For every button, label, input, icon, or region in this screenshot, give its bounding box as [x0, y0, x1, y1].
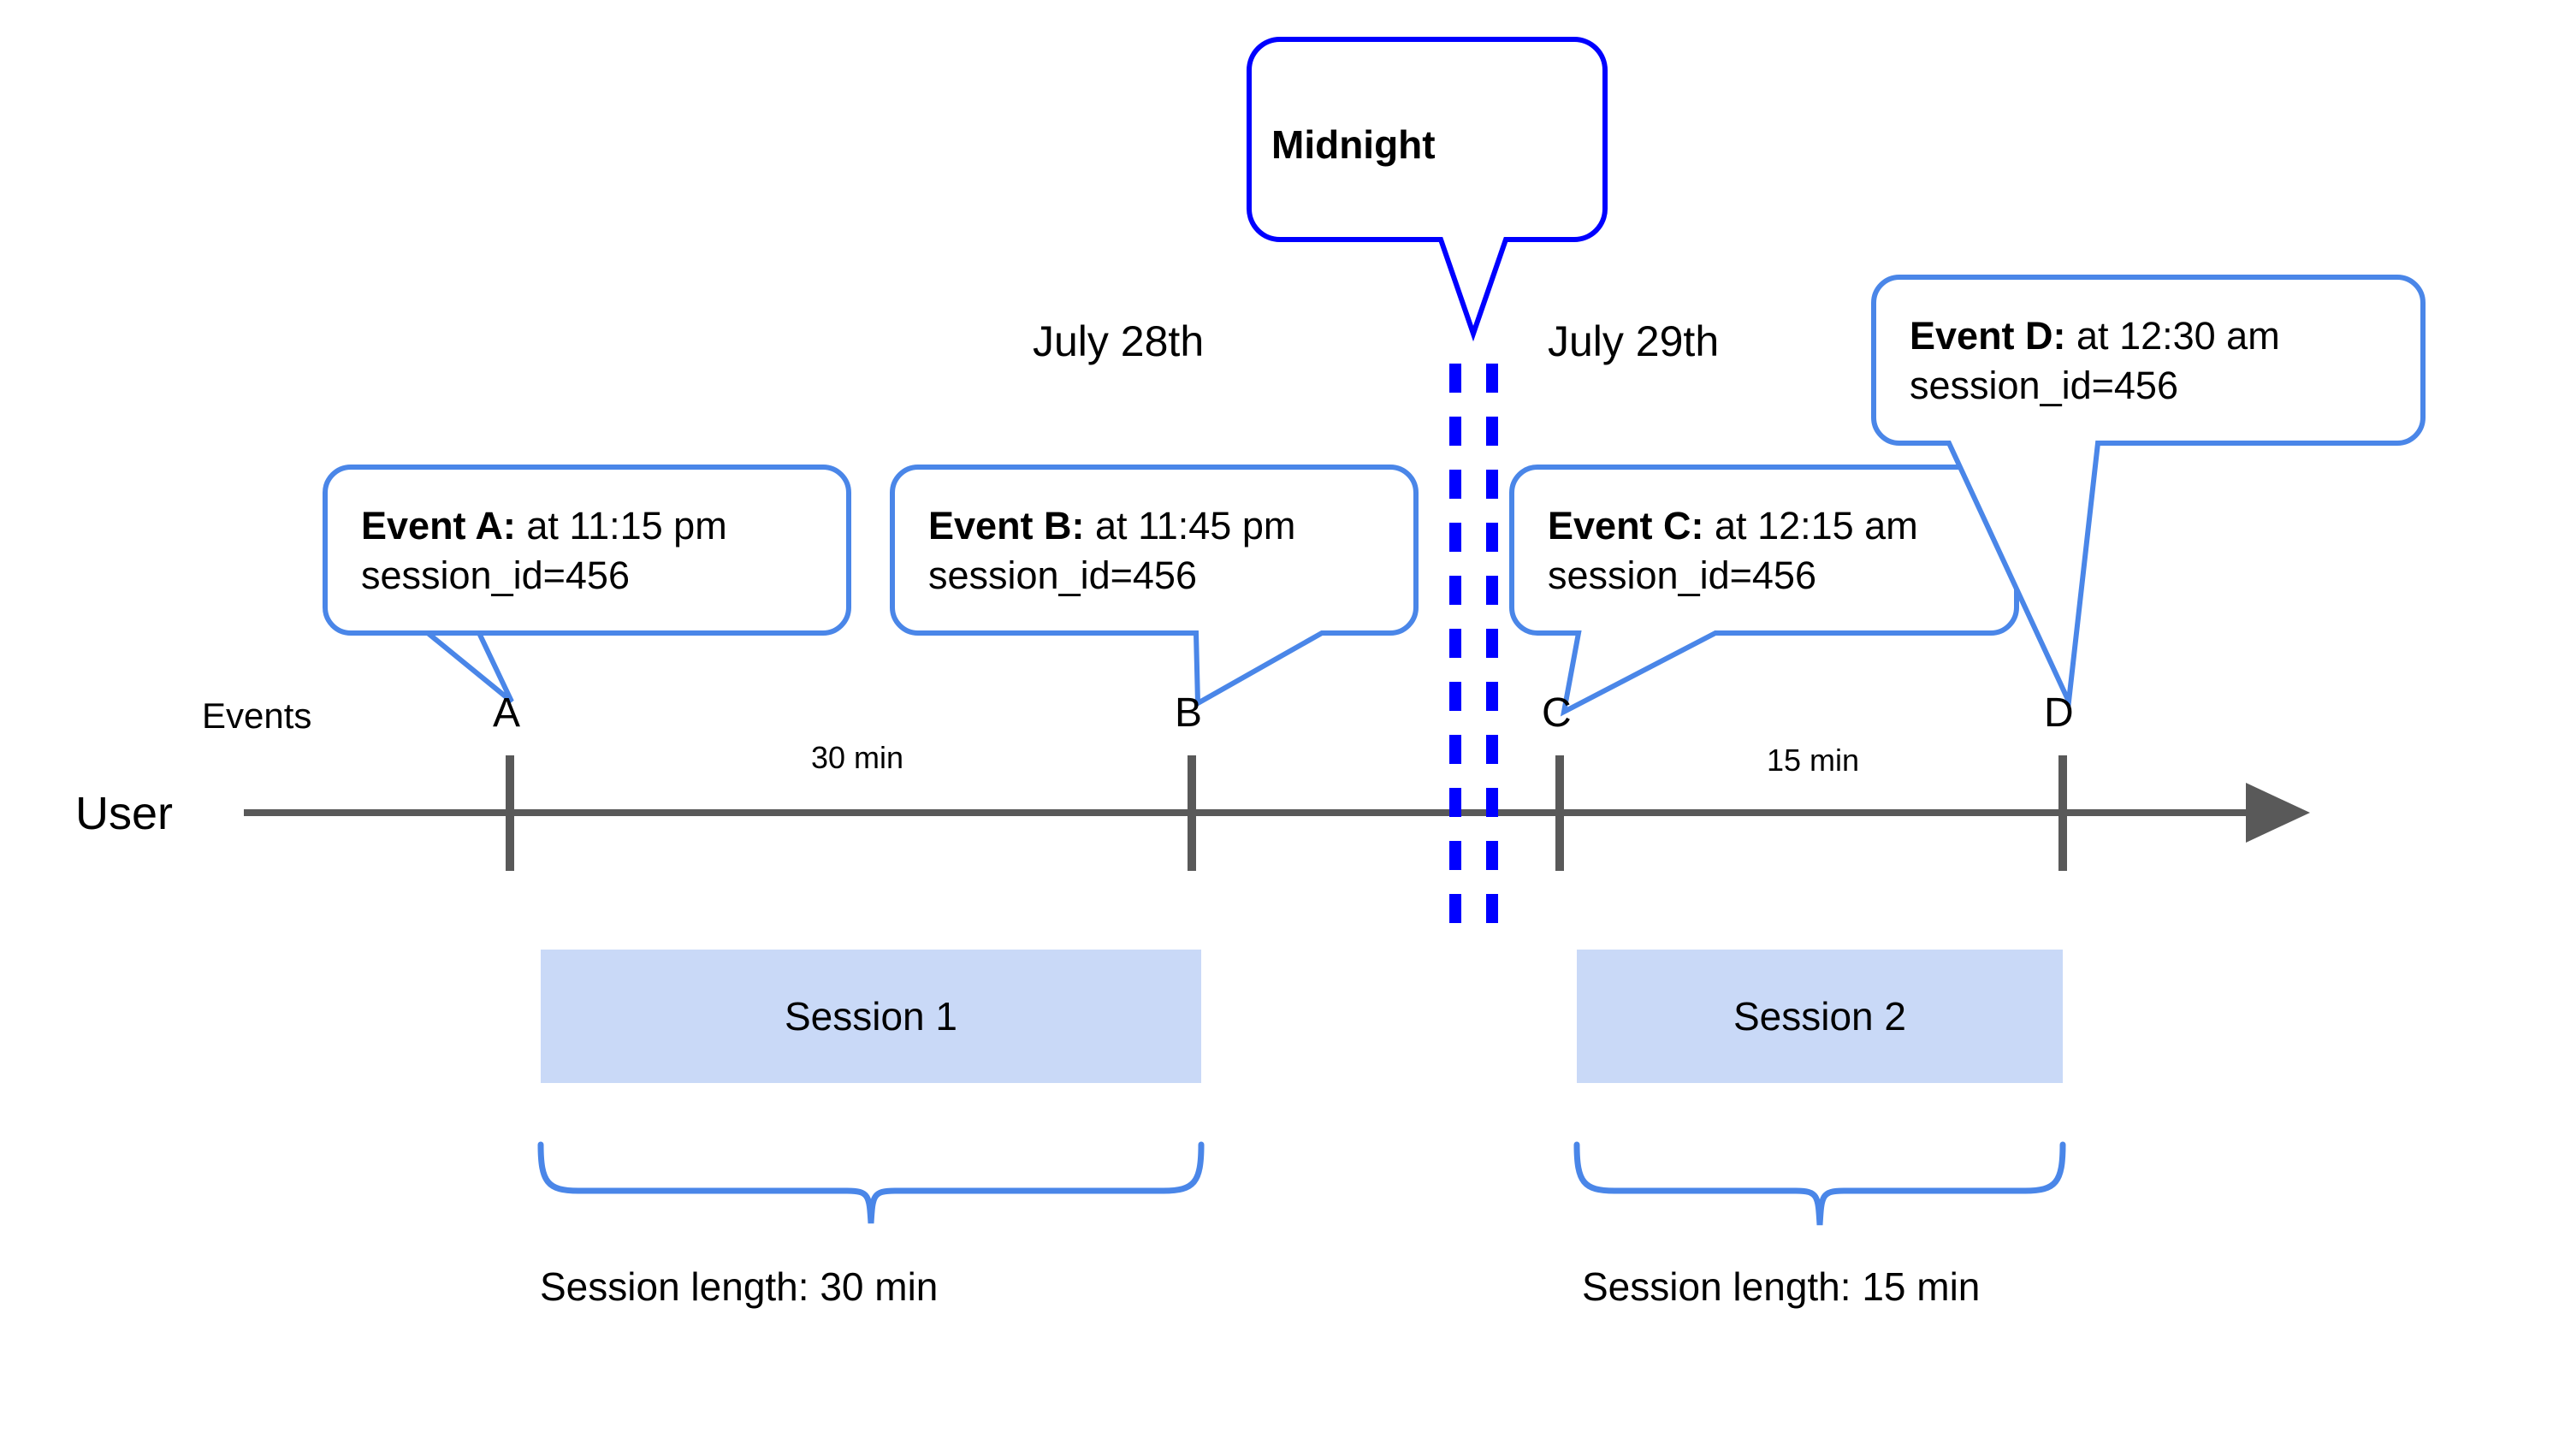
session-1-length-label: Session length: 30 min — [540, 1264, 939, 1309]
date-label-july-29: July 29th — [1548, 317, 1720, 365]
event-marker-label-c: C — [1542, 690, 1572, 736]
user-row-label: User — [75, 788, 174, 839]
event-a-time-label: at 11:15 pm — [515, 504, 727, 547]
interval-label-15min: 15 min — [1767, 743, 1860, 778]
event-d-callout-shape — [1871, 275, 2426, 711]
session-2-box: Session 2 — [1577, 950, 2063, 1083]
session-2-label: Session 2 — [1733, 994, 1906, 1039]
timeline-axis — [244, 783, 2310, 843]
event-c-session-id: session_id=456 — [1548, 553, 1816, 597]
event-marker-label-a: A — [493, 690, 521, 736]
session-1-brace — [537, 1141, 1205, 1224]
interval-label-30min: 30 min — [811, 740, 904, 775]
events-row-label: Events — [202, 695, 312, 736]
midnight-boundary-lines — [1449, 364, 1498, 924]
event-tick-markers — [506, 755, 2067, 871]
session-1-label: Session 1 — [784, 994, 957, 1039]
midnight-callout-label: Midnight — [1271, 122, 1436, 167]
session-1-box: Session 1 — [541, 950, 1201, 1083]
event-d-callout-text: Event D: at 12:30 am session_id=456 — [1910, 311, 2280, 410]
event-marker-label-d: D — [2044, 690, 2074, 736]
session-2-length-label: Session length: 15 min — [1582, 1264, 1981, 1309]
event-b-callout-shape — [890, 465, 1419, 708]
session-2-brace — [1573, 1141, 2066, 1226]
event-a-callout-shape — [323, 465, 851, 704]
event-c-time-label: at 12:15 am — [1703, 504, 1918, 547]
event-b-time-label: at 11:45 pm — [1084, 504, 1296, 547]
event-d-session-id: session_id=456 — [1910, 363, 2178, 407]
event-c-callout-shape — [1509, 465, 2019, 717]
event-a-session-id: session_id=456 — [361, 553, 630, 597]
event-b-bold-label: Event B: — [928, 504, 1085, 547]
event-a-bold-label: Event A: — [361, 504, 516, 547]
date-label-july-28: July 28th — [1033, 317, 1205, 365]
event-marker-label-b: B — [1175, 690, 1203, 736]
event-b-session-id: session_id=456 — [928, 553, 1197, 597]
midnight-callout-shape — [1247, 37, 1608, 342]
event-c-bold-label: Event C: — [1548, 504, 1704, 547]
event-a-callout-text: Event A: at 11:15 pm session_id=456 — [361, 501, 727, 600]
event-d-bold-label: Event D: — [1910, 314, 2066, 358]
event-d-time-label: at 12:30 am — [2065, 314, 2280, 358]
event-b-callout-text: Event B: at 11:45 pm session_id=456 — [928, 501, 1295, 600]
event-c-callout-text: Event C: at 12:15 am session_id=456 — [1548, 501, 1918, 600]
